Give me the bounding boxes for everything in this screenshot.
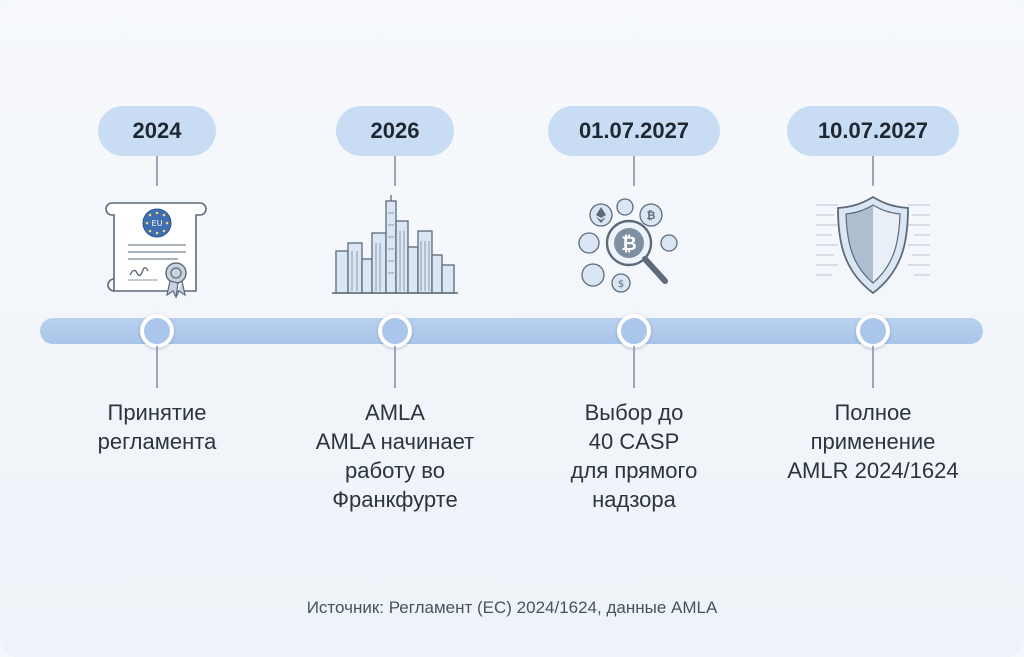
frankfurt-skyline-icon	[332, 195, 458, 294]
description-line: AMLA	[365, 400, 425, 425]
bitcoin-lens-symbol: ₿	[621, 233, 636, 255]
date-pill: 2024	[98, 106, 216, 156]
description-line: надзора	[592, 487, 676, 512]
description-line: 40 CASP	[588, 429, 680, 454]
milestone-description: AMLA AMLA начинает работу во Франкфурте	[275, 398, 515, 514]
date-pill: 10.07.2027	[787, 106, 959, 156]
milestone-01-07-2027: 01.07.2027 ₿ $ ₿ Выбор до 40 CASP	[514, 0, 754, 657]
description-line: AMLR 2024/1624	[787, 458, 959, 483]
milestone-2026: 2026	[275, 0, 515, 657]
stem-bottom	[394, 346, 396, 388]
dollar-coin-symbol: $	[618, 279, 624, 290]
eu-emblem-label: EU	[152, 219, 163, 228]
description-line: для прямого	[570, 458, 698, 483]
description-line: Франкфурте	[332, 487, 458, 512]
description-line: регламента	[97, 429, 217, 454]
description-line: Принятие	[107, 400, 207, 425]
milestone-description: Полное применение AMLR 2024/1624	[753, 398, 993, 485]
bitcoin-coin-symbol: ₿	[647, 209, 656, 222]
crypto-magnifier-icon: ₿ $ ₿	[578, 198, 678, 293]
description-line: применение	[810, 429, 936, 454]
date-pill: 01.07.2027	[548, 106, 720, 156]
stem-top	[394, 156, 396, 186]
description-line: Полное	[834, 400, 912, 425]
timeline-node	[378, 314, 412, 348]
timeline-node	[140, 314, 174, 348]
stem-bottom	[872, 346, 874, 388]
milestone-2024: 2024 EU Приня	[37, 0, 277, 657]
date-pill: 2026	[336, 106, 454, 156]
stem-top	[872, 156, 874, 186]
stem-bottom	[633, 346, 635, 388]
timeline-node	[617, 314, 651, 348]
eu-regulation-document-icon: EU	[105, 202, 207, 299]
source-note: Источник: Регламент (ЕС) 2024/1624, данн…	[306, 598, 718, 617]
stem-bottom	[156, 346, 158, 388]
description-line: Выбор до	[584, 400, 684, 425]
timeline-bar	[40, 318, 983, 344]
stem-top	[633, 156, 635, 186]
milestone-10-07-2027: 10.07.2027 Полное применение AMLR 2024	[753, 0, 993, 657]
shield-icon	[816, 195, 930, 295]
description-line: AMLA начинает	[315, 429, 475, 454]
timeline-node	[856, 314, 890, 348]
milestone-description: Выбор до 40 CASP для прямого надзора	[514, 398, 754, 514]
stem-top	[156, 156, 158, 186]
description-line: работу во	[345, 458, 445, 483]
milestone-description: Принятие регламента	[37, 398, 277, 456]
